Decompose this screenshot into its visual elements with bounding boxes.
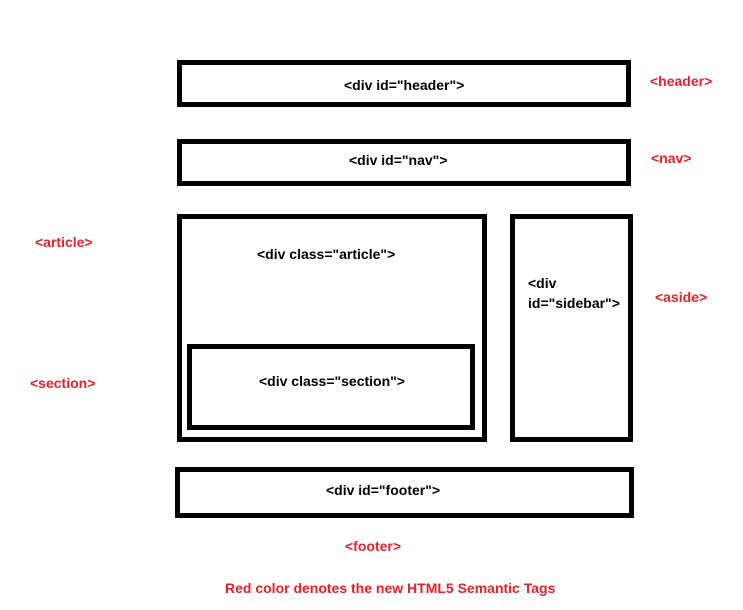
legend-caption: Red color denotes the new HTML5 Semantic… xyxy=(225,580,556,596)
footer-semantic-tag: <footer> xyxy=(345,538,402,554)
article-div-label: <div class="article"> xyxy=(257,246,396,262)
nav-div-box xyxy=(177,139,631,186)
nav-semantic-tag: <nav> xyxy=(651,150,692,166)
aside-semantic-tag: <aside> xyxy=(655,289,708,305)
section-div-label: <div class="section"> xyxy=(259,373,405,389)
section-semantic-tag: <section> xyxy=(30,375,96,391)
sidebar-div-label-line2: id="sidebar"> xyxy=(528,295,620,311)
article-semantic-tag: <article> xyxy=(35,234,93,250)
header-div-label: <div id="header"> xyxy=(344,77,465,93)
header-div-box xyxy=(177,60,631,107)
sidebar-div-box xyxy=(510,214,633,442)
footer-div-label: <div id="footer"> xyxy=(326,482,441,498)
section-div-box xyxy=(187,344,475,430)
header-semantic-tag: <header> xyxy=(650,73,713,89)
sidebar-div-label-line1: <div xyxy=(528,275,557,291)
nav-div-label: <div id="nav"> xyxy=(349,152,448,168)
footer-div-box xyxy=(175,467,634,518)
